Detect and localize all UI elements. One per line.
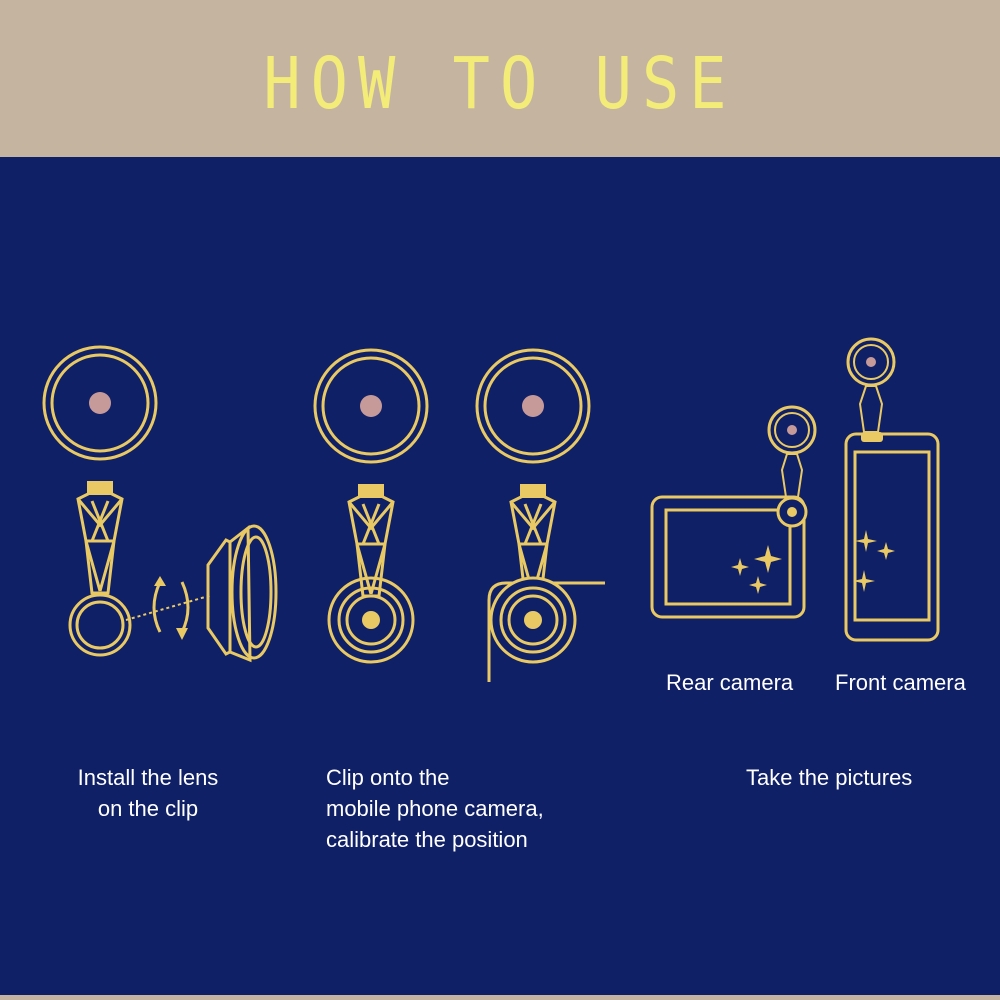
step2-phone-edge-illustration	[475, 348, 605, 682]
instructions-panel	[0, 157, 1000, 995]
lens-attach-illustration	[125, 524, 278, 663]
rear-camera-illustration	[650, 405, 817, 619]
bottom-strip	[0, 995, 1000, 1000]
step1-line2: on the clip	[97, 796, 199, 821]
front-camera-label: Front camera	[835, 670, 966, 695]
step2-line3: calibrate the position	[326, 827, 528, 852]
page-title: HOW TO USE	[263, 41, 737, 126]
rear-camera-label: Rear camera	[666, 670, 794, 695]
header-banner: HOW TO USE	[0, 0, 1000, 157]
step1-caption: Install the lens on the clip	[60, 762, 236, 824]
step2-line1: Clip onto the	[326, 765, 450, 790]
step3-caption: Take the pictures	[746, 762, 912, 793]
step2-line2: mobile phone camera,	[326, 796, 544, 821]
step2-clip-illustration	[313, 348, 429, 664]
step1-clip-illustration	[42, 345, 158, 657]
step3-line1: Take the pictures	[746, 765, 913, 790]
step2-caption: Clip onto the mobile phone camera, calib…	[326, 762, 544, 855]
front-camera-illustration	[844, 337, 940, 642]
step1-line1: Install the lens	[77, 765, 219, 790]
